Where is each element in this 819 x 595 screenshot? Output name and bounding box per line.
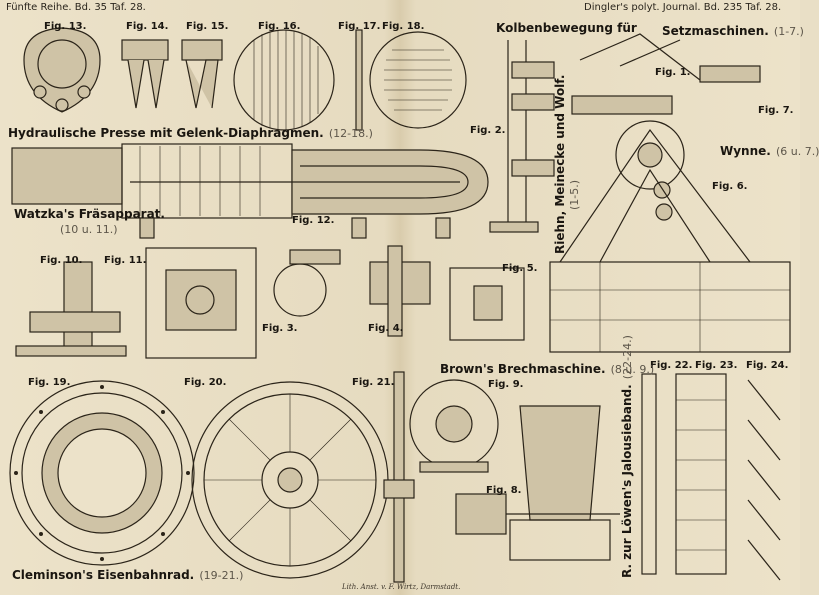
lithographer-credit: Lith. Anst. v. F. Wirtz, Darmstadt.	[342, 583, 461, 591]
fig8-9-drawing	[409, 379, 620, 561]
fig-21-label: Fig. 21.	[352, 377, 395, 388]
fig-15-label: Fig. 15.	[186, 21, 229, 32]
technical-drawings	[9, 27, 791, 583]
cleminson-caption: Cleminson's Eisenbahnrad. (19-21.)	[12, 566, 243, 582]
fig22-24-drawing	[641, 373, 781, 581]
riehn-title: Riehn, Meinecke und Wolf.	[553, 74, 567, 254]
fig-9-label: Fig. 9.	[488, 379, 524, 390]
fig-5-label: Fig. 5.	[502, 263, 538, 274]
hydraulic-press-ref: (12-18.)	[328, 127, 373, 140]
fig6-drawing	[549, 33, 791, 353]
riehn-caption: Riehn, Meinecke und Wolf. (1-5.)	[553, 74, 581, 254]
hydraulic-press-title: Hydraulische Presse mit Gelenk-Diaphragm…	[8, 126, 324, 140]
watzka-title: Watzka's Fräsapparat.	[14, 207, 165, 221]
loewen-title: R. zur Löwen's Jalousieband.	[620, 384, 634, 578]
plate-header-right: Dingler's polyt. Journal. Bd. 235 Taf. 2…	[584, 2, 782, 13]
brown-caption: Brown's Brechmaschine. (8 u. 9.)	[440, 360, 654, 376]
fig3-5-drawing	[273, 245, 525, 341]
fig-2-label: Fig. 2.	[470, 125, 506, 136]
loewen-ref: (22-24.)	[621, 335, 634, 380]
brown-title: Brown's Brechmaschine.	[440, 362, 606, 376]
fig-20-label: Fig. 20.	[184, 377, 227, 388]
fig-4-label: Fig. 4.	[368, 323, 404, 334]
plate-header-left: Fünfte Reihe. Bd. 35 Taf. 28.	[6, 2, 146, 13]
loewen-caption: R. zur Löwen's Jalousieband. (22-24.)	[618, 335, 634, 578]
fig13-drawing	[23, 27, 101, 113]
fig-23-label: Fig. 23.	[695, 360, 738, 371]
setz-title: Setzmaschinen.	[662, 24, 769, 38]
watzka-ref: (10 u. 11.)	[60, 223, 118, 236]
fig-19-label: Fig. 19.	[28, 377, 71, 388]
fig21-drawing	[383, 371, 415, 583]
fig-8-label: Fig. 8.	[486, 485, 522, 496]
fig2-drawing	[489, 40, 555, 233]
fig-11-label: Fig. 11.	[104, 255, 147, 266]
fig12-drawing	[11, 143, 489, 239]
brown-ref: (8 u. 9.)	[610, 363, 655, 376]
fig-24-label: Fig. 24.	[746, 360, 789, 371]
setz-caption: Setzmaschinen. (1-7.)	[662, 22, 804, 38]
fig-12-label: Fig. 12.	[292, 215, 335, 226]
fig-17-label: Fig. 17.	[338, 21, 381, 32]
riehn-ref: (1-5.)	[568, 179, 581, 210]
kolben-title: Kolbenbewegung für	[496, 21, 637, 35]
fig14-15-drawing	[121, 39, 223, 109]
wynne-title: Wynne.	[720, 144, 771, 158]
fig-14-label: Fig. 14.	[126, 21, 169, 32]
fig-7-label: Fig. 7.	[758, 105, 794, 116]
watzka-caption: Watzka's Fräsapparat. (10 u. 11.)	[14, 208, 165, 235]
cleminson-ref: (19-21.)	[199, 569, 244, 582]
cleminson-title: Cleminson's Eisenbahnrad.	[12, 568, 195, 582]
fig-1-label: Fig. 1.	[655, 67, 691, 78]
fig-13-label: Fig. 13.	[44, 21, 87, 32]
fig-16-label: Fig. 16.	[258, 21, 301, 32]
fig18-drawing	[369, 31, 467, 129]
fig-22-label: Fig. 22.	[650, 360, 693, 371]
fig-3-label: Fig. 3.	[262, 323, 298, 334]
fig-18-label: Fig. 18.	[382, 21, 425, 32]
fig10-11-drawing	[15, 247, 257, 359]
fig20-drawing	[191, 381, 389, 579]
fig19-drawing	[9, 380, 195, 566]
wynne-caption: Wynne. (6 u. 7.)	[720, 142, 819, 158]
hydraulic-press-caption: Hydraulische Presse mit Gelenk-Diaphragm…	[8, 124, 373, 140]
setz-ref: (1-7.)	[773, 25, 804, 38]
fig16-drawing	[233, 29, 335, 131]
wynne-ref: (6 u. 7.)	[775, 145, 819, 158]
fig17-drawing	[355, 29, 363, 131]
fig-10-label: Fig. 10.	[40, 255, 83, 266]
fig-6-label: Fig. 6.	[712, 181, 748, 192]
